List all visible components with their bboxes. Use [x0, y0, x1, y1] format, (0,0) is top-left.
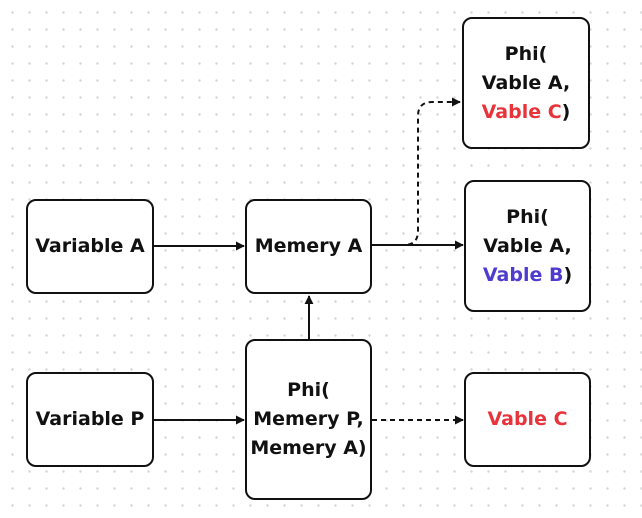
node-phi-vable-b-colored-arg: Vable B [482, 263, 564, 286]
node-variable-a-label: Variable A [35, 235, 145, 257]
node-phi-vable-c[interactable]: Phi( Vable A, Vable C) [462, 17, 590, 149]
edge-memery-a-to-phi-vable-c [372, 97, 461, 246]
node-vable-c[interactable]: Vable C [464, 372, 591, 467]
node-vable-c-label: Vable C [487, 408, 568, 430]
node-phi-vable-b-line2: Vable A, [483, 234, 572, 257]
node-phi-vable-c-colored-arg: Vable C [481, 100, 562, 123]
node-phi-vable-c-line3: Vable C) [482, 98, 571, 127]
node-phi-memery-line3: Memery A) [250, 437, 367, 459]
node-phi-vable-b-text: Phi( Vable A, Vable B) [483, 203, 572, 290]
node-phi-vable-c-text: Phi( Vable A, Vable C) [482, 40, 571, 127]
node-memery-a-label: Memery A [254, 235, 363, 257]
node-memery-a[interactable]: Memery A [245, 199, 372, 294]
node-phi-vable-b-line3: Vable B) [483, 261, 572, 290]
node-phi-memery-text: Phi( Memery P, Memery A) [250, 376, 366, 463]
node-phi-vable-b-close-paren: ) [563, 263, 573, 286]
node-phi-vable-c-line1: Phi( [504, 42, 548, 65]
node-variable-a[interactable]: Variable A [26, 199, 154, 294]
node-phi-vable-c-line2: Vable A, [481, 71, 571, 94]
node-phi-vable-b-line1: Phi( [506, 205, 549, 228]
node-phi-memery-line1: Phi( [287, 379, 330, 401]
node-phi-memery-line2: Memery P, [253, 408, 364, 430]
node-phi-vable-b[interactable]: Phi( Vable A, Vable B) [464, 180, 591, 312]
node-phi-vable-c-close-paren: ) [561, 100, 571, 123]
node-variable-p[interactable]: Variable P [26, 372, 154, 467]
node-variable-p-label: Variable P [35, 408, 145, 430]
node-phi-memery[interactable]: Phi( Memery P, Memery A) [245, 339, 372, 500]
